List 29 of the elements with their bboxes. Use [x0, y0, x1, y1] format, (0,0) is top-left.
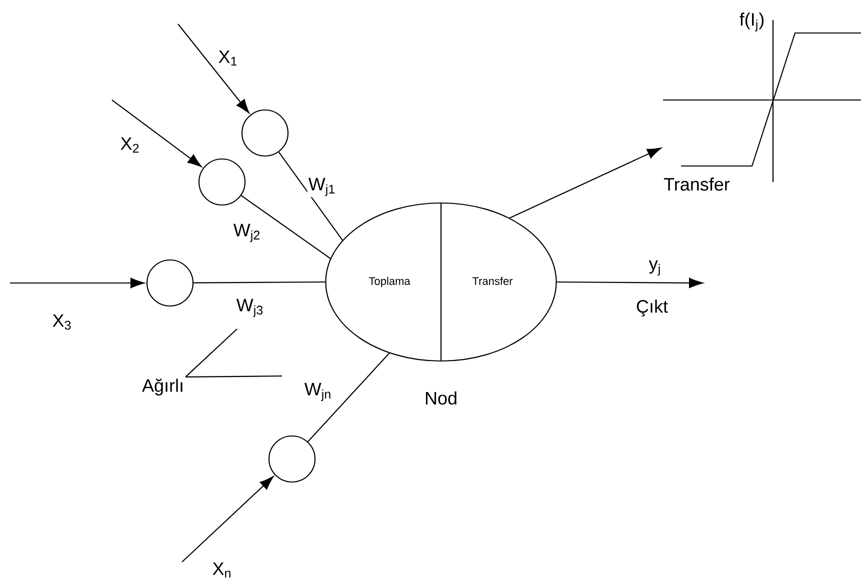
- connector-line: [240, 195, 331, 259]
- arrow: [556, 278, 704, 288]
- weight-circle: [198, 158, 246, 206]
- edge-label: W$_{jn}$: [303, 382, 333, 402]
- leader-line: [185, 328, 238, 378]
- edge-label: X$_{3}$: [51, 313, 73, 331]
- weight-circle: [241, 109, 289, 157]
- text-label: Ağırlı: [142, 378, 182, 396]
- edge-label: y$_{j}$: [648, 259, 662, 277]
- arrow: [182, 476, 274, 562]
- edge-label: W$_{j2}$: [232, 222, 262, 244]
- text-label: Çıkt: [636, 300, 668, 316]
- edge-label: X$_{n}$: [211, 562, 233, 578]
- arrow: [178, 24, 250, 114]
- weight-circle: [268, 435, 316, 483]
- edge-label: W$_{j3}$: [235, 298, 265, 318]
- arrow: [112, 100, 202, 168]
- edge-label: X$_{1}$: [217, 49, 239, 67]
- arrow: [10, 278, 145, 288]
- connector-line: [278, 152, 343, 241]
- leader-line: [186, 375, 282, 378]
- connector-line: [308, 352, 390, 442]
- edge-label: W$_{j1}$: [307, 176, 337, 198]
- text-label: f(I$_{j}$): [740, 12, 764, 32]
- connector-line: [194, 281, 326, 284]
- edge-label: X$_{2}$: [119, 136, 141, 154]
- node-caption: Nod: [426, 391, 456, 405]
- arrow: [509, 148, 662, 218]
- weight-circle: [146, 259, 194, 307]
